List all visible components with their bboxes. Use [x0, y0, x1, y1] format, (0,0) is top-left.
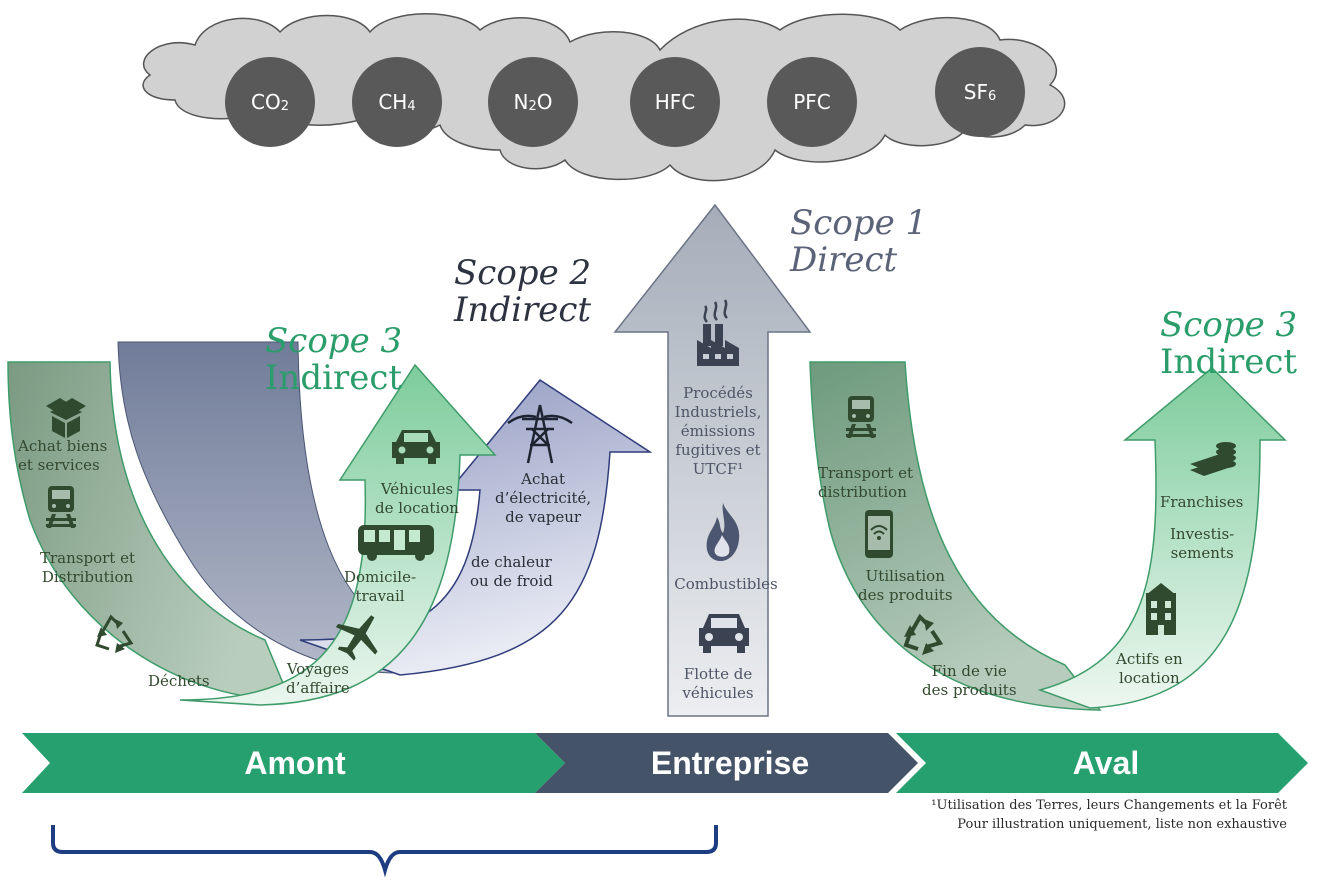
money-icon	[1190, 442, 1236, 476]
scope1-arrow	[613, 203, 812, 717]
downstream-band	[809, 361, 1102, 711]
item-domicile-travail: Domicile- travail	[344, 568, 417, 605]
item-dechets: Déchets	[148, 672, 210, 690]
item-investissements: Investis- sements	[1170, 525, 1235, 562]
footnote-utcf: ¹Utilisation des Terres, leurs Changemen…	[931, 798, 1287, 813]
gas-hfc: HFC	[630, 57, 720, 147]
scope3-upstream-title: Scope 3 Indirect	[265, 321, 403, 399]
factory-icon	[697, 299, 739, 366]
stage-amont-chevron	[22, 733, 565, 793]
scope3-downstream-title: Scope 3 Indirect	[1160, 305, 1298, 383]
stage-amont-label: Amont	[244, 745, 346, 781]
item-procedes-industriels: Procédés Industriels, émissions fugitive…	[674, 384, 762, 478]
item-utilisation-produits: Utilisation des produits	[858, 567, 953, 604]
train-icon	[46, 486, 76, 528]
item-flotte-vehicules: Flotte de véhicules	[682, 665, 754, 702]
gas-pfc: PFC	[767, 57, 857, 147]
upstream-band	[7, 361, 292, 701]
item-vehicules-location: Véhicules de location	[375, 480, 459, 517]
stage-entreprise-chevron	[535, 733, 918, 793]
stage-aval-label: Aval	[1072, 745, 1140, 781]
car-icon	[392, 430, 440, 464]
scope1-title: Scope 1 Direct	[790, 203, 928, 281]
recycle-icon	[903, 613, 944, 655]
stage-entreprise-label: Entreprise	[650, 745, 810, 781]
airplane-icon	[335, 615, 378, 661]
scope2-title: Scope 2 Indirect	[454, 253, 592, 331]
item-fin-de-vie: Fin de vie des produits	[922, 662, 1017, 699]
box-icon	[46, 398, 86, 438]
item-franchises: Franchises	[1160, 493, 1244, 511]
item-combustibles: Combustibles	[674, 575, 778, 593]
item-chaleur-froid: de chaleur ou de froid	[470, 553, 553, 590]
item-voyages-affaire: Voyages d’affaire	[286, 660, 350, 697]
recycle-icon	[95, 614, 134, 653]
scope-bracket	[51, 825, 718, 878]
flame-icon	[706, 503, 740, 561]
phone-icon	[865, 510, 893, 558]
building-icon	[1146, 583, 1176, 635]
stage-aval-chevron	[896, 733, 1308, 793]
item-transport-distribution-upstream: Transport et Distribution	[40, 549, 135, 586]
item-achat-biens: Achat biens et services	[18, 437, 108, 474]
footnote-illustration: Pour illustration uniquement, liste non …	[957, 817, 1287, 832]
item-achat-electricite: Achat d’électricité, de vapeur	[495, 470, 592, 526]
car-icon	[699, 614, 749, 653]
train-icon	[846, 396, 876, 438]
power-pylon-icon	[507, 404, 573, 464]
item-transport-distribution-downstream: Transport et distribution	[818, 464, 913, 501]
bus-icon	[358, 525, 434, 561]
item-actifs-location: Actifs en location	[1116, 650, 1183, 687]
